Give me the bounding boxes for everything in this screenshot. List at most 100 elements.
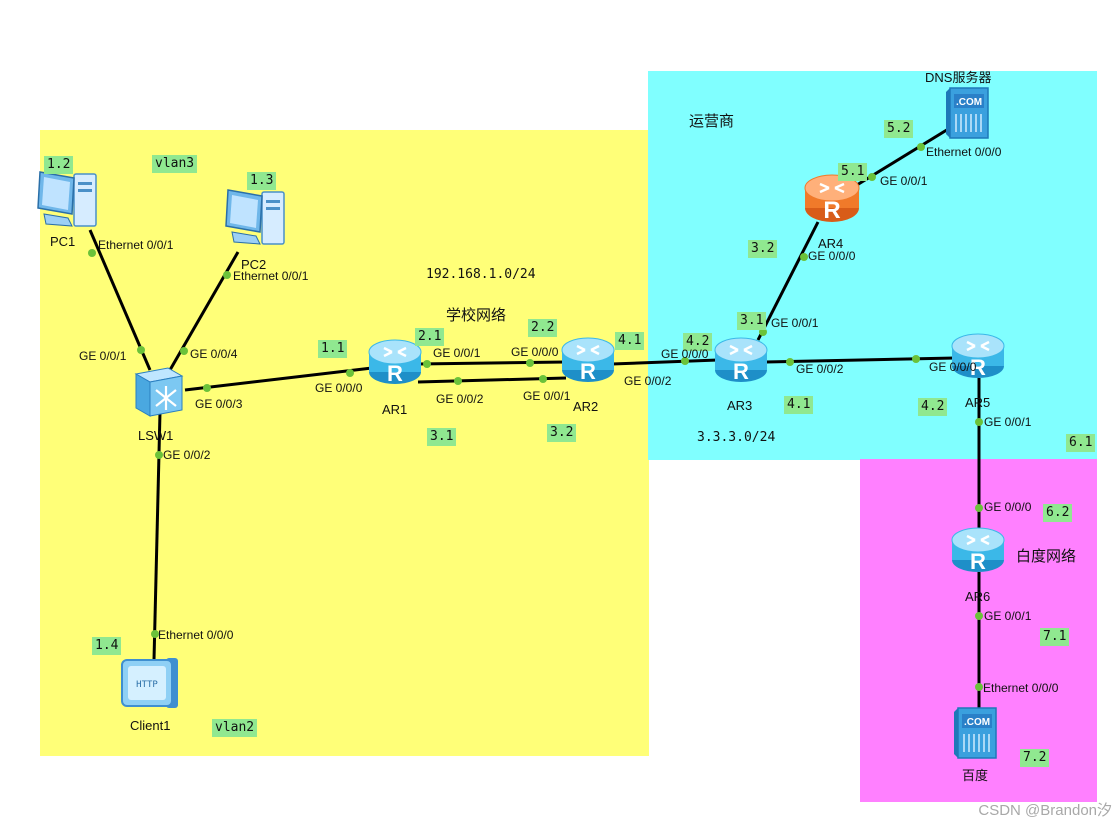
pc-icon: [225, 189, 285, 245]
port-dot: [151, 630, 159, 638]
link-ar3-ar4: [756, 221, 820, 341]
port-dot: [346, 369, 354, 377]
port-dot: [800, 253, 808, 261]
port-dot: [868, 173, 876, 181]
port-dot: [137, 346, 145, 354]
port-dot: [786, 358, 794, 366]
ip-tag-ar5-g1: 6.1: [1066, 434, 1096, 452]
port-dot: [423, 360, 431, 368]
port-dot: [454, 377, 462, 385]
port-label-ar2-g0: GE 0/0/0: [511, 345, 559, 359]
port-label-ar1-g0: GE 0/0/0: [315, 381, 363, 395]
port-label-ar1-g1: GE 0/0/1: [433, 346, 481, 360]
port-label-ar3-g2: GE 0/0/2: [796, 362, 844, 376]
lsw1-label: LSW1: [138, 428, 174, 443]
ip-tag-dns: 5.2: [884, 120, 914, 138]
ip-tag-client1: 1.4: [92, 637, 122, 655]
ip-tag-ar6-g0: 6.2: [1043, 504, 1073, 522]
link-ar3-ar5: [765, 356, 956, 364]
svg-text:R: R: [387, 361, 403, 386]
school-zone-name: 学校网络: [446, 306, 507, 324]
lsw1-device[interactable]: [132, 366, 186, 422]
port-dot: [155, 451, 163, 459]
port-dot: [539, 375, 547, 383]
isp-zone: [648, 71, 1097, 460]
port-label-ar5-g1: GE 0/0/1: [984, 415, 1032, 429]
ar1-label: AR1: [382, 402, 408, 417]
pc2-label: PC2: [241, 257, 267, 272]
baidu-badge: .COM: [964, 717, 990, 728]
port-dot: [975, 504, 983, 512]
pc-icon: [37, 171, 97, 227]
port-label-ar2-g1: GE 0/0/1: [523, 389, 571, 403]
port-dot: [180, 347, 188, 355]
port-label-lsw1-g2: GE 0/0/2: [163, 448, 211, 462]
ar2-label: AR2: [573, 399, 599, 414]
ip-tag-baidu: 7.2: [1020, 749, 1050, 767]
port-dot: [681, 357, 689, 365]
ip-tag-ar4-g1: 5.1: [838, 163, 868, 181]
link-lsw1-client1: [152, 411, 162, 661]
port-label-lsw1-g4: GE 0/0/4: [190, 347, 238, 361]
client1-device[interactable]: HTTP: [120, 656, 182, 716]
link-lsw1-ar1: [184, 366, 373, 392]
port-label-pc1-eth: Ethernet 0/0/1: [98, 238, 174, 252]
ip-tag-ar3-g2: 4.1: [784, 396, 814, 414]
port-label-pc2-eth: Ethernet 0/0/1: [233, 269, 309, 283]
port-label-ar6-g1: GE 0/0/1: [984, 609, 1032, 623]
ar3-label: AR3: [727, 398, 753, 413]
school-network-zone: [40, 130, 649, 756]
router-icon: R: [561, 337, 615, 384]
pc1-device[interactable]: [34, 170, 100, 236]
isp-zone-name: 运营商: [689, 112, 735, 130]
dns-server-device[interactable]: .COM: [944, 86, 990, 144]
svg-text:R: R: [970, 355, 986, 380]
ar5-device[interactable]: R: [949, 330, 1007, 386]
isp-network-address: 3.3.3.0/24: [697, 430, 776, 445]
http-client-icon: HTTP: [121, 658, 178, 708]
server-icon: .COM: [946, 87, 989, 139]
router-icon: R: [804, 174, 860, 224]
ip-tag-pc1: 1.2: [44, 156, 74, 174]
router-icon: R: [951, 527, 1005, 574]
pc2-device[interactable]: [222, 188, 288, 254]
ip-tag-ar2-g1: 3.2: [547, 424, 577, 442]
ip-tag-pc2: 1.3: [247, 172, 277, 190]
switch-icon: [134, 367, 184, 417]
port-label-dns-eth: Ethernet 0/0/0: [926, 145, 1002, 159]
ip-tag-ar3-g0: 4.2: [683, 333, 713, 351]
vlan3-tag: vlan3: [152, 155, 198, 173]
ar6-device[interactable]: R: [949, 524, 1007, 580]
ip-tag-ar4-g0: 3.2: [748, 240, 778, 258]
port-dot: [975, 612, 983, 620]
port-dot: [526, 359, 534, 367]
port-label-ar4-g0: GE 0/0/0: [808, 249, 856, 263]
port-label-ar4-g1: GE 0/0/1: [880, 174, 928, 188]
ar1-device[interactable]: R: [366, 336, 424, 392]
ar3-device[interactable]: R: [712, 334, 770, 390]
port-label-ar5-g0: GE 0/0/0: [929, 360, 977, 374]
link-ar2-ar3: [611, 358, 719, 366]
ar2-device[interactable]: R: [559, 334, 617, 390]
client1-badge: HTTP: [136, 680, 158, 690]
baidu-server-device[interactable]: .COM: [952, 706, 998, 764]
ip-tag-ar1-g1: 2.1: [415, 328, 445, 346]
dns-server-label: DNS服务器: [925, 70, 992, 85]
svg-text:R: R: [823, 197, 840, 224]
vlan2-tag: vlan2: [212, 719, 258, 737]
port-dot: [917, 143, 925, 151]
port-label-ar1-g2: GE 0/0/2: [436, 392, 484, 406]
router-icon: R: [368, 339, 422, 386]
ar6-label: AR6: [965, 589, 991, 604]
port-dot: [975, 418, 983, 426]
link-ar1-ar2-upper: [417, 360, 567, 366]
router-icon: R: [951, 333, 1005, 380]
ar4-device[interactable]: R: [802, 170, 862, 230]
ar5-label: AR5: [965, 395, 991, 410]
port-label-lsw1-g3: GE 0/0/3: [195, 397, 243, 411]
ip-tag-ar1-g0: 1.1: [318, 340, 348, 358]
baidu-server-label: 百度: [962, 768, 989, 783]
port-dot: [975, 683, 983, 691]
port-label-client1-eth: Ethernet 0/0/0: [158, 628, 234, 642]
